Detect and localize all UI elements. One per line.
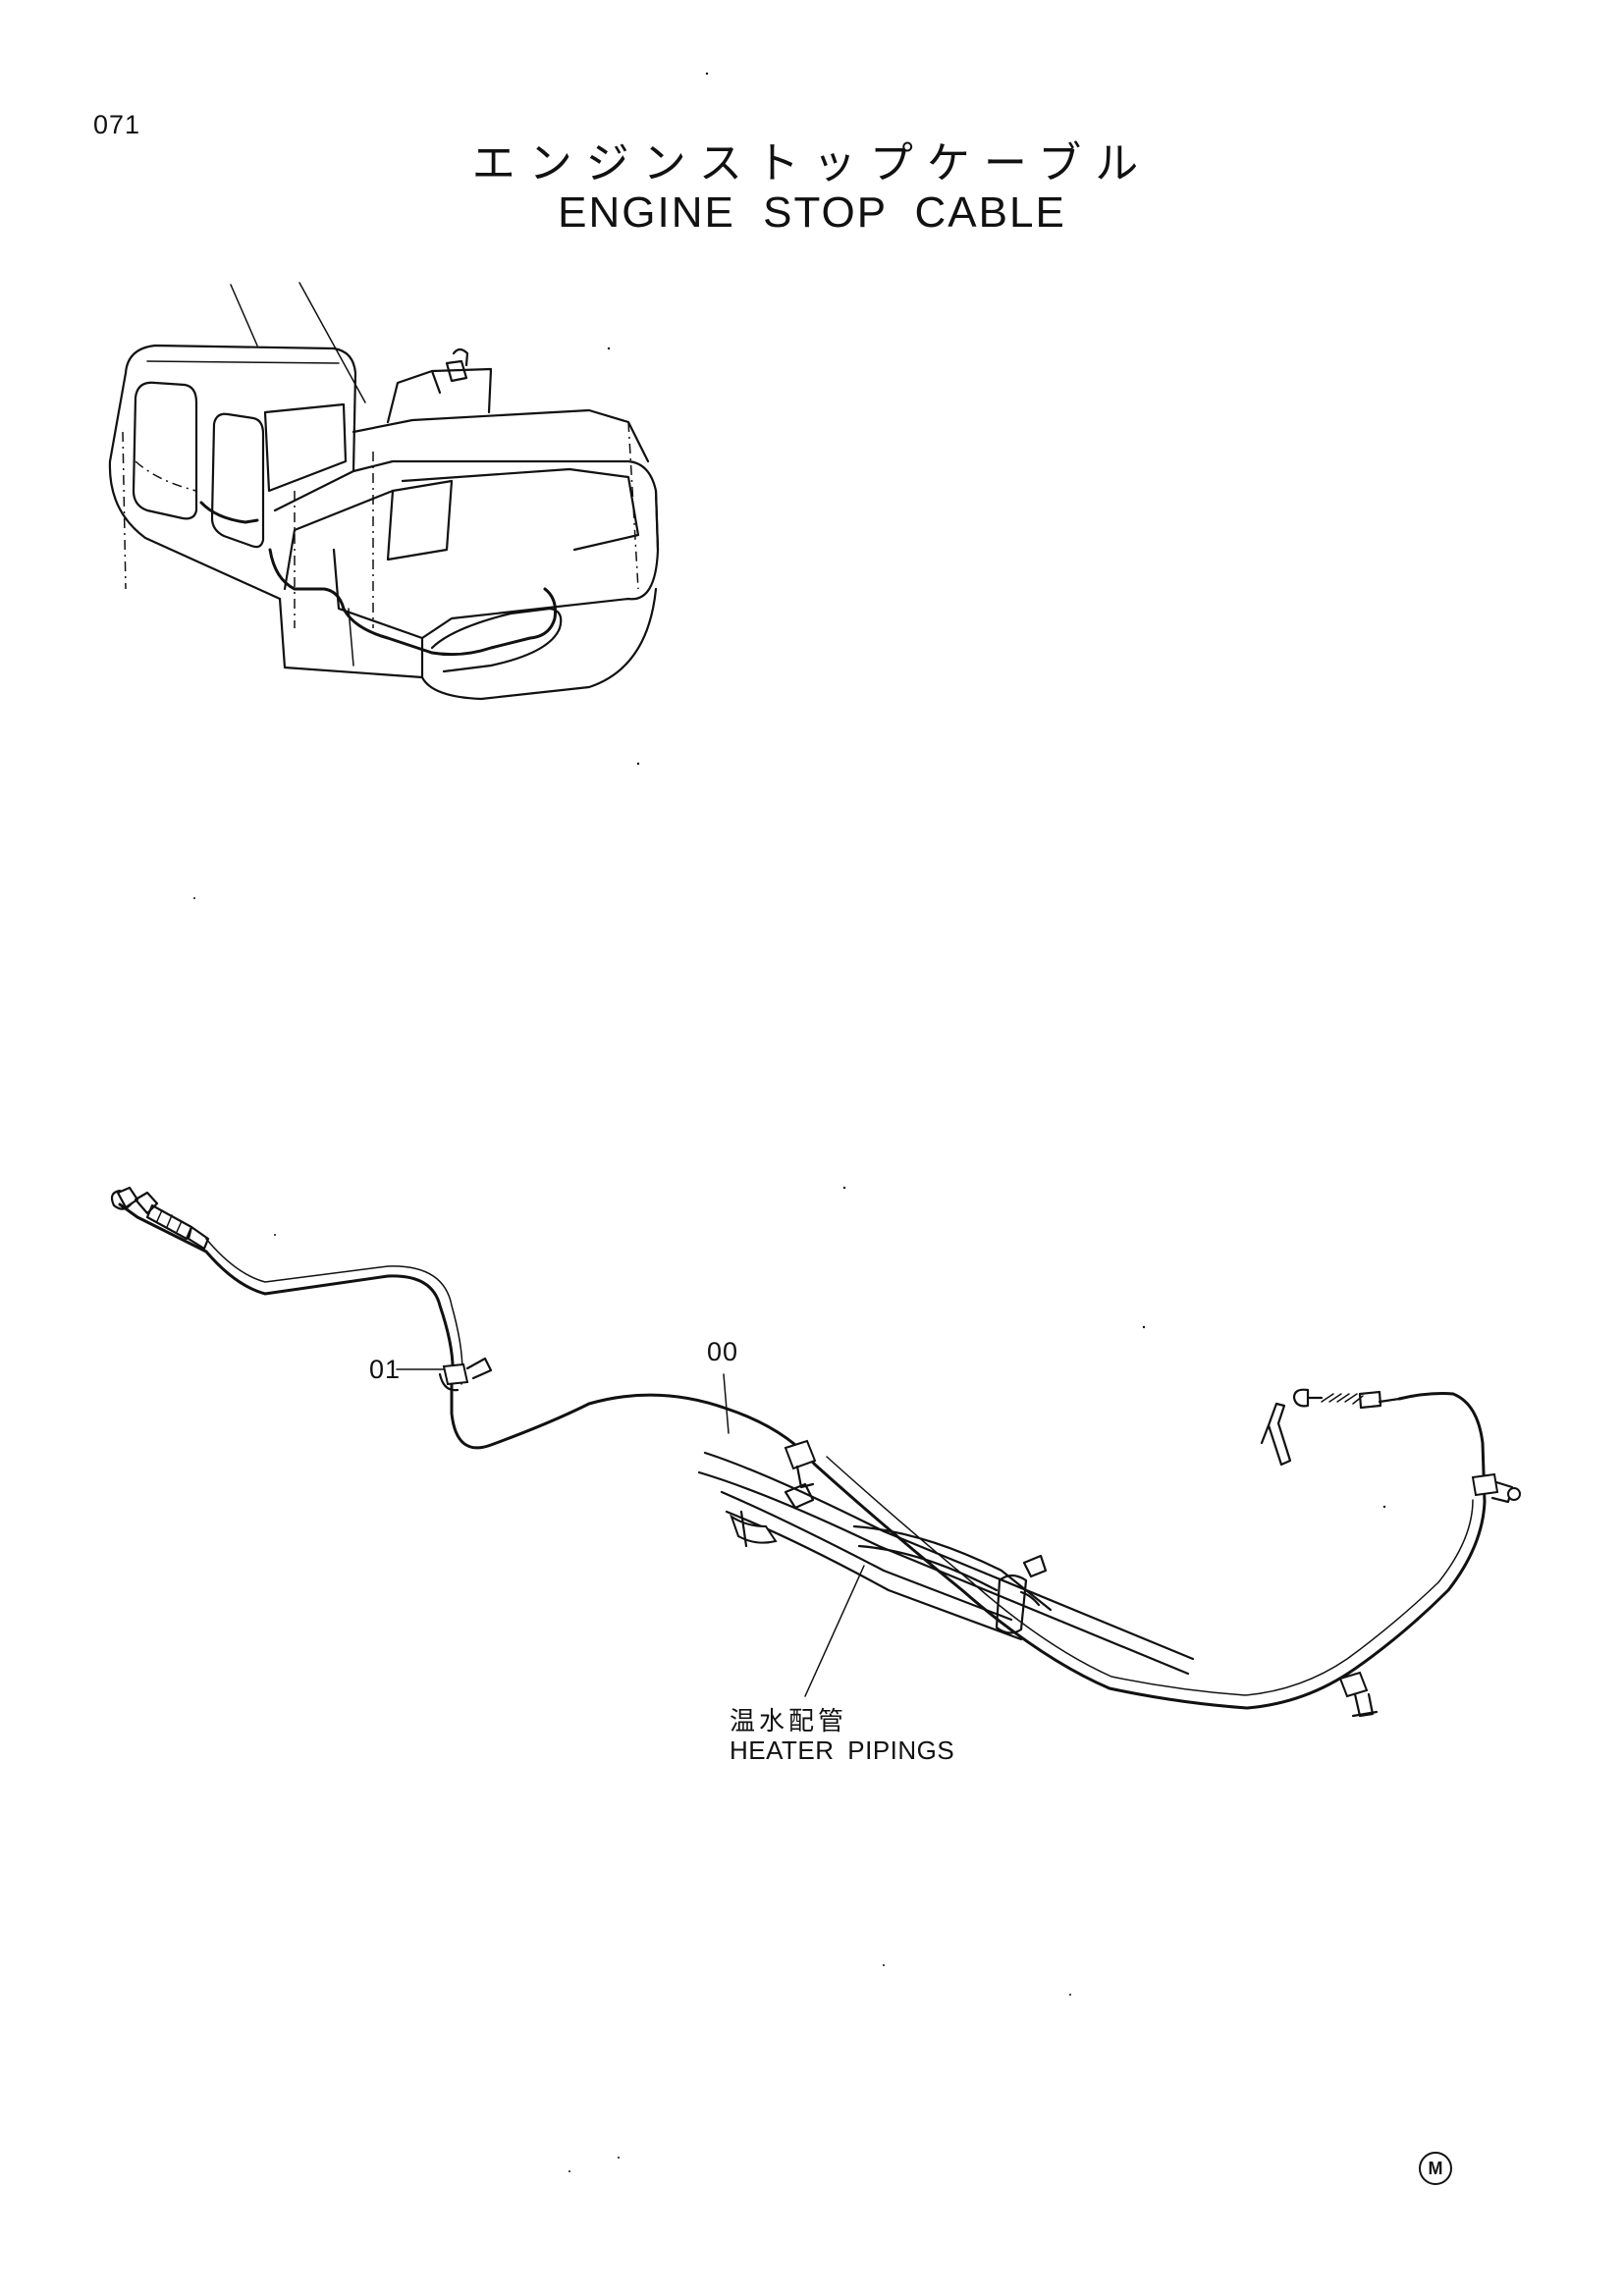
page-title-japanese: エンジンストップケーブル xyxy=(471,138,1153,188)
machine-overview-illustration xyxy=(108,282,660,701)
leader-line-00 xyxy=(723,1373,730,1434)
engine-stop-cable-assembly xyxy=(110,1186,1521,1718)
callout-part-01: 01 xyxy=(369,1355,402,1384)
scan-specks xyxy=(193,72,1386,2172)
leader-line-heater xyxy=(804,1565,865,1697)
heater-pipings-label-japanese: 温水配管 xyxy=(730,1707,848,1736)
page-number: 071 xyxy=(93,110,141,139)
callout-part-00: 00 xyxy=(707,1337,739,1366)
heater-pipings-label-english: HEATER PIPINGS xyxy=(730,1735,955,1765)
circled-m-mark: M xyxy=(1419,2152,1452,2185)
page-title-english: ENGINE STOP CABLE xyxy=(558,188,1066,237)
